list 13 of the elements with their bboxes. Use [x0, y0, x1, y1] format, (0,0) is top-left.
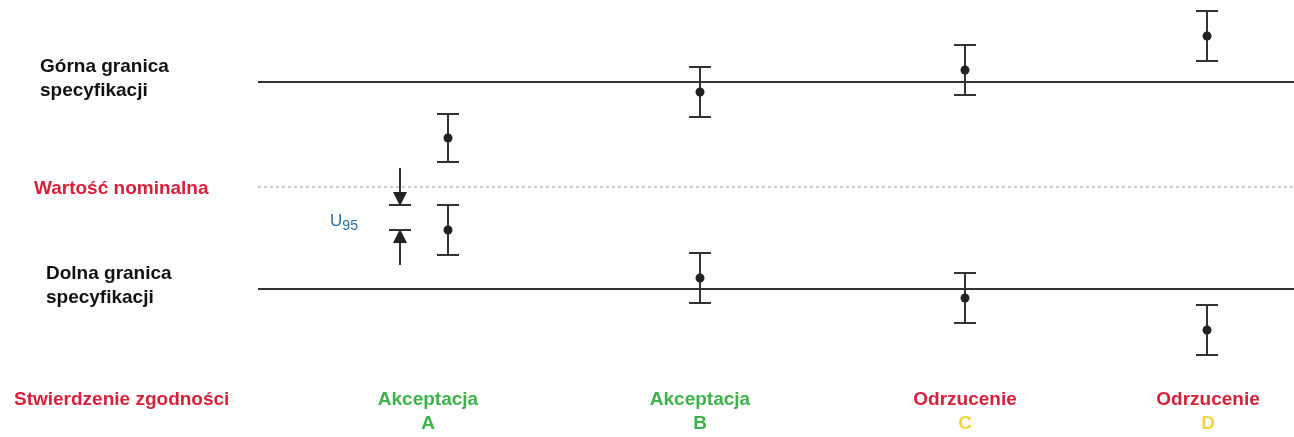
case-letter: D: [1201, 411, 1215, 435]
axis-label: Wartość nominalna: [34, 176, 209, 200]
verdict-label: Odrzucenie: [913, 387, 1017, 411]
axis-label: Dolna granica specyfikacji: [46, 261, 173, 309]
case-letter: C: [958, 411, 972, 435]
verdict-label: Akceptacja: [377, 387, 479, 411]
verdict-label: Odrzucenie: [1156, 387, 1260, 411]
axis-label: Górna granica specyfikacji: [40, 54, 170, 102]
case-letter: A: [421, 411, 435, 435]
uncertainty-label: U$_{95}$: [330, 210, 359, 236]
verdict-label: Akceptacja: [649, 387, 751, 411]
case-letter: B: [693, 411, 707, 435]
row-label: Stwierdzenie zgodności: [14, 387, 230, 411]
